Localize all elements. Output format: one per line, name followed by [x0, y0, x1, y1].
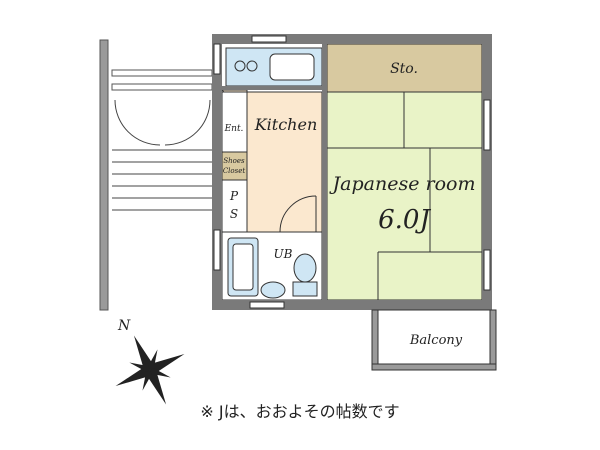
windows — [213, 35, 491, 309]
walls — [212, 34, 492, 310]
compass-icon — [115, 335, 185, 405]
toilet — [292, 253, 318, 297]
kitchen-counter — [225, 47, 323, 87]
kitchen-label: Kitchen — [254, 115, 318, 134]
shoes-closet-label-line2: Closet — [223, 167, 246, 175]
exterior-stairs — [99, 39, 213, 311]
japanese-room-size-label: 6.0J — [378, 205, 431, 235]
bathtub — [227, 237, 259, 297]
ps-label-line2: S — [230, 207, 238, 221]
balcony-label: Balcony — [409, 333, 463, 348]
ps-label-line1: P — [229, 189, 239, 203]
door-swings — [279, 195, 317, 233]
japanese-room-label: Japanese room — [329, 173, 476, 195]
storage-label: Sto. — [390, 61, 418, 77]
shoes-closet-label-line1: Shoes — [223, 157, 245, 165]
compass-north-label: N — [117, 318, 131, 334]
tatami-lines — [327, 92, 482, 300]
entrance-label: Ent. — [224, 124, 244, 134]
bath-label: UB — [274, 247, 293, 261]
entrance-area — [221, 91, 248, 153]
note-text: ※ Jは、おおよその帖数です — [200, 402, 400, 421]
balcony — [371, 309, 497, 371]
wash-basin — [260, 281, 286, 299]
ps-area — [221, 179, 248, 233]
